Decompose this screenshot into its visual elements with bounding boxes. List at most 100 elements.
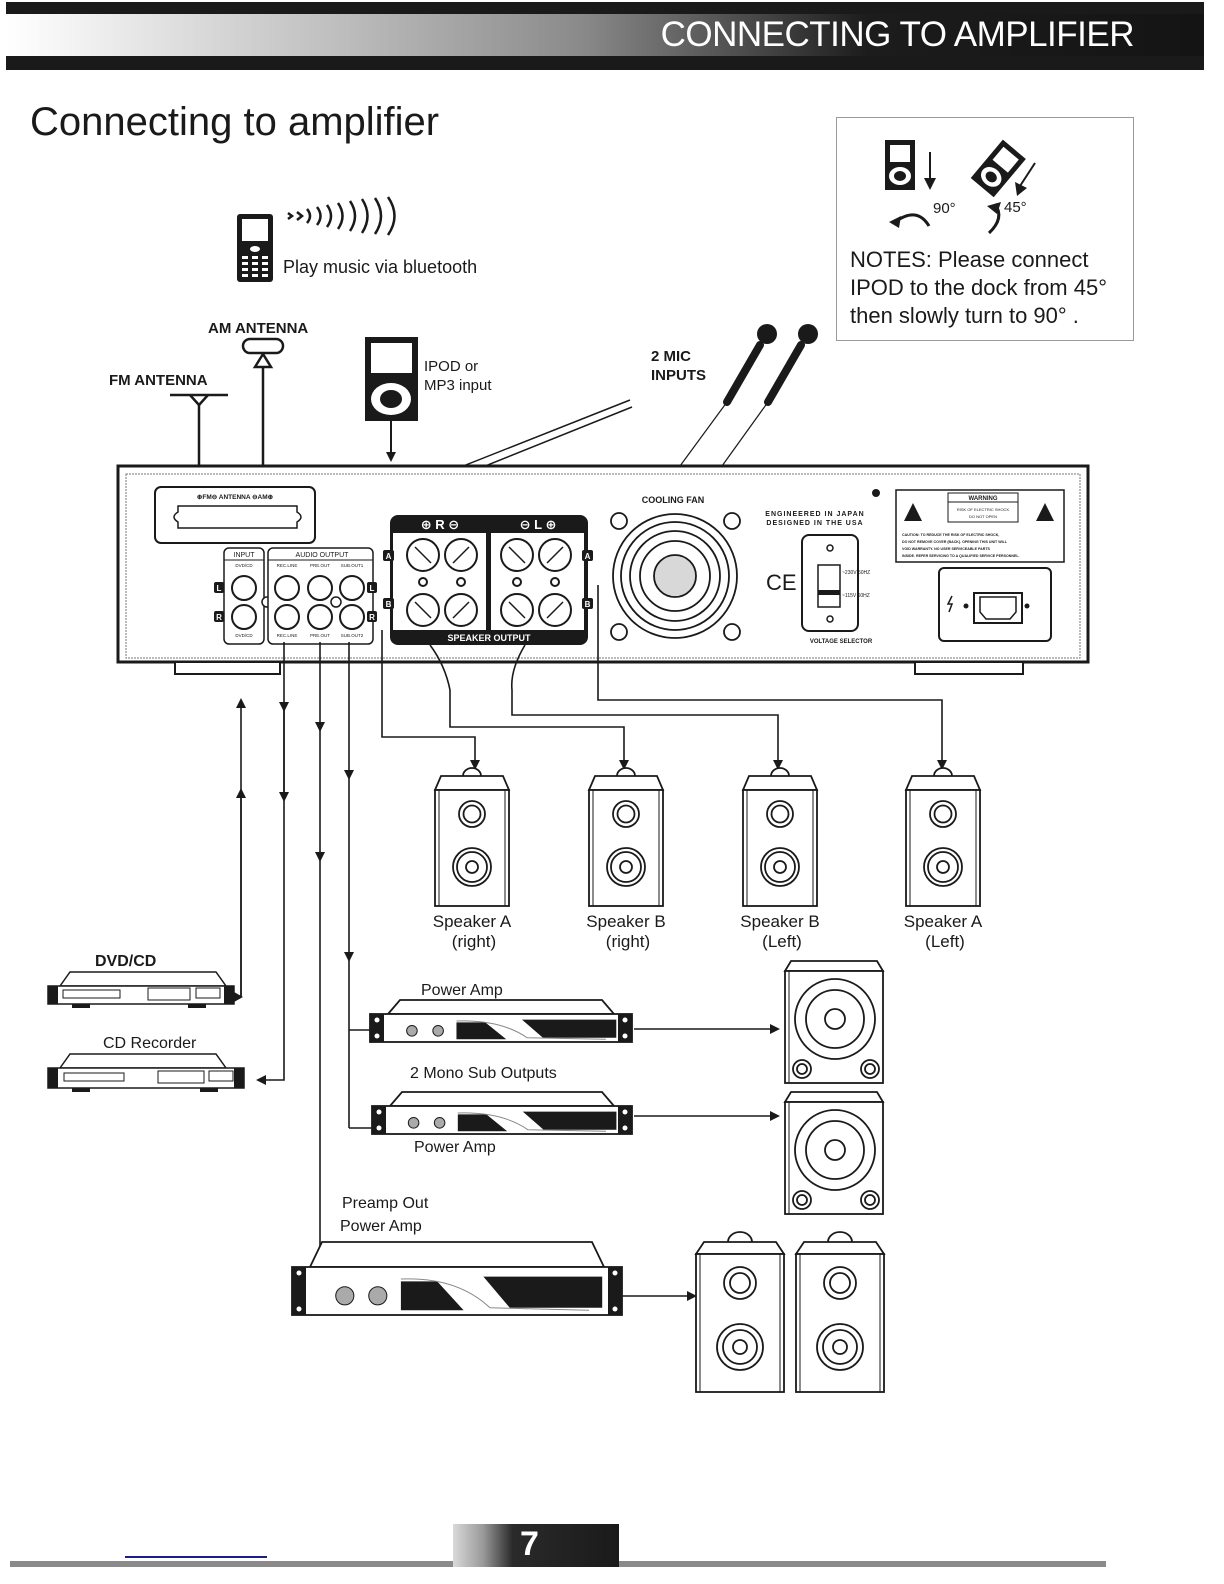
- exclamation-warning-icon: [1036, 503, 1054, 521]
- jack-label-recline-top: REC.LINE: [277, 563, 298, 568]
- subout2-jack[interactable]: [339, 604, 365, 630]
- speaker-name-label: Speaker B: [586, 912, 665, 931]
- jack-label-dvdcd-top: DVD/CD: [235, 563, 253, 568]
- page-number-box: [453, 1524, 619, 1567]
- jack-label-subout1: SUB.OUT1: [341, 563, 364, 568]
- subwoofer-2: [783, 1091, 885, 1215]
- speaker-side-label: (right): [606, 932, 650, 951]
- mono-sub-outputs-label: 2 Mono Sub Outputs: [410, 1065, 557, 1082]
- designed-label: DESIGNED IN THE USA: [766, 520, 863, 527]
- caution-line3: VOID WARRANTY. NO USER SERVICEABLE PARTS: [902, 547, 991, 551]
- mic-label-line2: INPUTS: [651, 367, 706, 384]
- jack-label-dvdcd-bottom: DVD/CD: [235, 633, 253, 638]
- header-title: CONNECTING TO AMPLIFIER: [660, 15, 1135, 54]
- header-gradient: [6, 14, 1204, 56]
- power-amp-top-label: Power Amp: [421, 982, 503, 999]
- antenna-terminal-label: ⊕FM⊖ ANTENNA ⊖AM⊕: [197, 494, 274, 501]
- caution-line4: INSIDE. REFER SERVICING TO A QUALIFIED S…: [902, 554, 1020, 558]
- preout-l-jack[interactable]: [307, 575, 333, 601]
- speaker-name-label: Speaker B: [740, 912, 819, 931]
- warning-label: WARNING RISK OF ELECTRIC SHOCK DO NOT OP…: [895, 489, 1065, 563]
- angle-45-label: 45°: [1004, 199, 1027, 216]
- input-jack-panel: INPUT DVD/CD DVD/CD L R: [214, 547, 273, 645]
- bluetooth-label: Play music via bluetooth: [283, 257, 477, 277]
- subwoofer-1: [783, 960, 885, 1084]
- recline-l-jack[interactable]: [274, 575, 300, 601]
- mic-label-line1: 2 MIC: [651, 348, 691, 365]
- voltage-115-label: ~115V 60HZ: [842, 593, 870, 599]
- cd-recorder: [47, 1053, 245, 1092]
- speaker-a-label-left: A: [585, 552, 591, 561]
- jack-label-recline-bottom: REC.LINE: [277, 633, 298, 638]
- preamp-speaker-right: [794, 1231, 886, 1393]
- ipod-label-line2: MP3 input: [424, 377, 492, 394]
- speaker-3: [741, 767, 819, 907]
- preout-r-jack[interactable]: [307, 604, 333, 630]
- speaker-1: [433, 767, 511, 907]
- microphone-icon-2: [721, 324, 818, 467]
- voltage-230-label: ~230V 50HZ: [842, 570, 870, 576]
- angle-90-label: 90°: [933, 200, 956, 217]
- am-antenna-label: AM ANTENNA: [208, 320, 308, 337]
- dvd-cd-player: [47, 971, 235, 1008]
- audio-output-jack-panel: AUDIO OUTPUT REC.LINE PRE.OUT SUB.OUT1 R…: [267, 547, 377, 645]
- voltage-selector-label: VOLTAGE SELECTOR: [810, 639, 873, 645]
- caution-line2: DO NOT REMOVE COVER (BACK). OPENING THIS…: [902, 540, 1008, 544]
- ipod-label-line1: IPOD or: [424, 358, 478, 375]
- output-channel-l: L: [370, 584, 375, 593]
- microphone-icon-1: [679, 324, 777, 467]
- recline-r-jack[interactable]: [274, 604, 300, 630]
- rotate-right-icon: [987, 202, 1001, 235]
- power-amp-bottom: [371, 1091, 633, 1135]
- voltage-selector-switch[interactable]: ~230V 50HZ ~115V 60HZ: [801, 534, 870, 632]
- speaker-r-header: ⊕ R ⊖: [421, 517, 459, 532]
- antenna-terminal[interactable]: ⊕FM⊖ ANTENNA ⊖AM⊕: [154, 486, 316, 544]
- power-amp-bottom-label: Power Amp: [414, 1139, 496, 1156]
- preamp-out-label: Preamp Out: [342, 1195, 429, 1212]
- cd-recorder-label: CD Recorder: [103, 1035, 197, 1052]
- page-heading: Connecting to amplifier: [30, 100, 440, 144]
- input-channel-l: L: [217, 584, 222, 593]
- engineered-label: ENGINEERED IN JAPAN: [765, 511, 864, 518]
- notes-text: NOTES: Please connect IPOD to the dock f…: [850, 247, 1108, 328]
- speaker-2: [587, 767, 665, 907]
- notes-box: 90° 45° NOTES: Please connect IPOD to th…: [836, 117, 1134, 341]
- speaker-b-label-right: B: [386, 600, 392, 609]
- ipod-tilted-icon: [970, 139, 1026, 198]
- speaker-output-terminals: ⊕ R ⊖ ⊖ L ⊕ SPEAKER OUTPUT A B A B: [383, 515, 593, 645]
- warning-title: WARNING: [969, 496, 998, 502]
- subout1-jack[interactable]: [339, 575, 365, 601]
- ipod-dock-angle-illustration: 90° 45°: [885, 139, 1036, 235]
- dvdcd-r-jack[interactable]: [231, 604, 257, 630]
- speaker-side-label: (Left): [762, 932, 802, 951]
- speaker-a-label-right: A: [386, 552, 392, 561]
- dvdcd-l-jack[interactable]: [231, 575, 257, 601]
- dvd-cd-label: DVD/CD: [95, 953, 156, 970]
- speaker-name-label: Speaker A: [904, 912, 983, 931]
- device-wiring: [234, 642, 780, 1301]
- jack-label-subout2: SUB.OUT2: [341, 633, 364, 638]
- speaker-name-label: Speaker A: [433, 912, 512, 931]
- ipod-straight-icon: [885, 140, 915, 190]
- speaker-4: [904, 767, 982, 907]
- cooling-fan-label: COOLING FAN: [642, 495, 705, 505]
- input-channel-r: R: [216, 613, 222, 622]
- speaker-l-header: ⊖ L ⊕: [520, 517, 557, 532]
- fm-antenna-label: FM ANTENNA: [109, 372, 208, 389]
- ce-mark: CE: [766, 570, 797, 595]
- jack-label-preout-bottom: PRE.OUT: [310, 633, 330, 638]
- footer-link-underline: [125, 1556, 267, 1558]
- rotate-left-icon: [889, 213, 931, 228]
- jack-label-preout-top: PRE.OUT: [310, 563, 330, 568]
- screw-icon: [872, 489, 880, 497]
- arrow-down-icon: [924, 152, 936, 190]
- power-socket[interactable]: [938, 567, 1052, 642]
- speaker-side-label: (Left): [925, 932, 965, 951]
- cooling-fan-icon: COOLING FAN: [610, 495, 741, 641]
- mobile-phone-icon: [237, 214, 273, 282]
- audio-output-header: AUDIO OUTPUT: [296, 552, 350, 559]
- speaker-b-label-left: B: [585, 600, 591, 609]
- page-number: 7: [520, 1525, 539, 1563]
- output-channel-r: R: [369, 613, 375, 622]
